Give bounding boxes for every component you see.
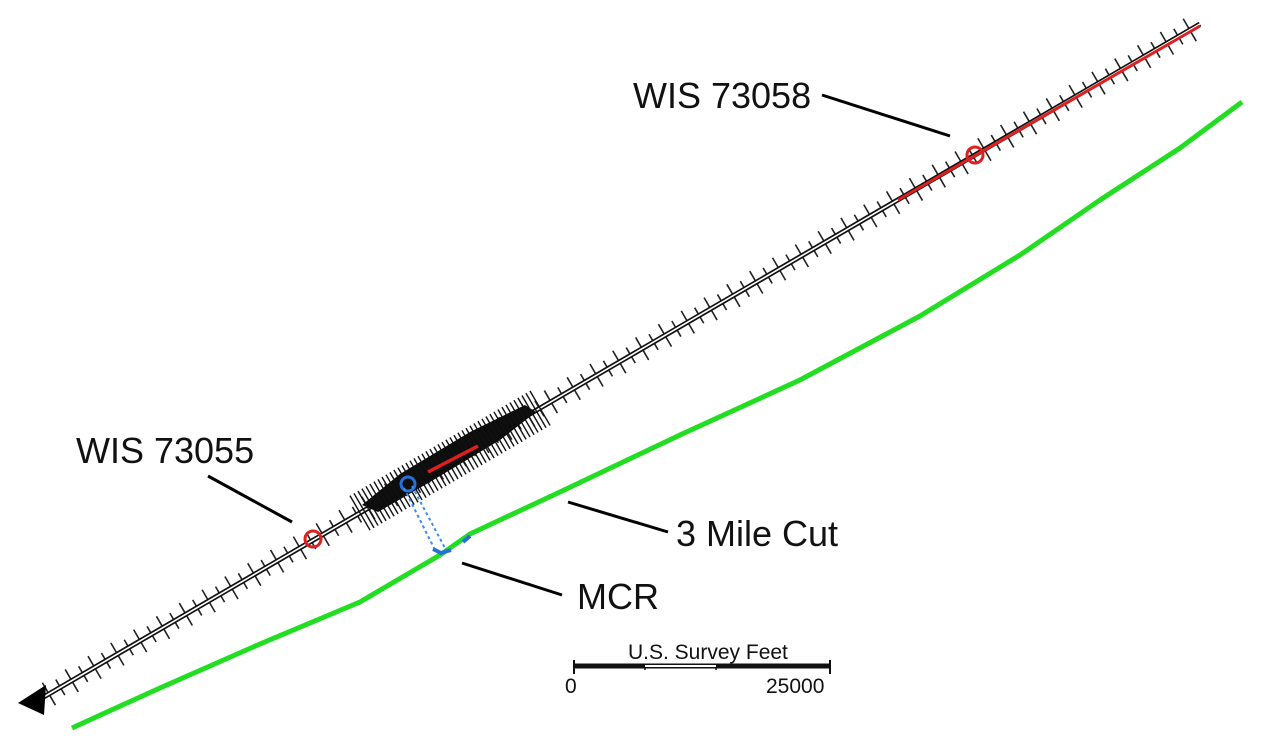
label-wis-73055: WIS 73055 <box>76 430 255 471</box>
dense-transect-cluster <box>362 405 536 512</box>
cluster-tick <box>369 483 391 519</box>
wis-73058-marker[interactable] <box>965 145 985 165</box>
highlight-segment-mcr <box>427 444 479 474</box>
mcr-shore-marker-right <box>461 534 472 544</box>
cluster-tick <box>385 474 407 510</box>
cluster-tick <box>401 465 423 501</box>
cluster-tick <box>485 416 507 452</box>
cluster-tick <box>413 458 435 494</box>
cluster-tick <box>497 409 519 445</box>
leader-mcr <box>461 561 563 597</box>
cluster-tick <box>373 481 395 517</box>
cluster-tick <box>501 406 523 443</box>
cluster-ticks <box>349 390 551 531</box>
leader-3-mile-cut <box>567 500 669 534</box>
leader-wis-73058 <box>821 93 951 138</box>
cluster-tick <box>493 411 515 447</box>
cluster-tick <box>525 392 547 429</box>
scale-bar <box>573 660 831 674</box>
shoreline-line <box>70 99 1244 731</box>
cluster-tick <box>509 402 531 438</box>
label-3-mile-cut: 3 Mile Cut <box>676 513 839 554</box>
cluster-tick <box>517 397 539 433</box>
wis-73055-marker[interactable] <box>303 529 323 549</box>
cluster-tick <box>377 478 399 515</box>
cluster-tick <box>389 471 411 508</box>
mcr-dotted-line-a <box>403 487 435 549</box>
cluster-tick <box>521 395 543 431</box>
cluster-tick <box>405 462 427 498</box>
scale-bar-units: U.S. Survey Feet <box>628 641 788 664</box>
cluster-tick <box>481 418 503 454</box>
mcr-shore-marker[interactable] <box>432 547 452 556</box>
scale-bar-end: 25000 <box>766 675 825 698</box>
cluster-tick <box>469 425 491 461</box>
transect-start-arrow-icon <box>18 685 46 715</box>
mcr-dotted-line-b <box>411 485 447 551</box>
leader-wis-73055 <box>207 474 293 524</box>
cluster-tick <box>361 488 383 524</box>
highlight-segment-north <box>897 24 1201 202</box>
cluster-tick <box>477 420 499 457</box>
cluster-tick <box>529 390 551 426</box>
label-wis-73058: WIS 73058 <box>633 75 812 116</box>
label-mcr: MCR <box>577 576 659 617</box>
cluster-tick <box>393 469 415 505</box>
cluster-tick <box>349 495 371 531</box>
cluster-tick <box>409 460 431 496</box>
cluster-tick <box>397 467 419 503</box>
cluster-tick <box>381 476 403 512</box>
cluster-tick <box>365 485 387 522</box>
cluster-tick <box>353 492 375 529</box>
mcr-transect-marker[interactable] <box>399 475 417 493</box>
cluster-tick <box>357 490 379 526</box>
cluster-tick <box>417 455 439 491</box>
cluster-tick <box>513 399 535 436</box>
scale-bar-start: 0 <box>565 675 577 698</box>
cluster-tick <box>505 404 527 440</box>
cluster-tick <box>473 423 495 459</box>
cluster-tick <box>489 413 511 450</box>
